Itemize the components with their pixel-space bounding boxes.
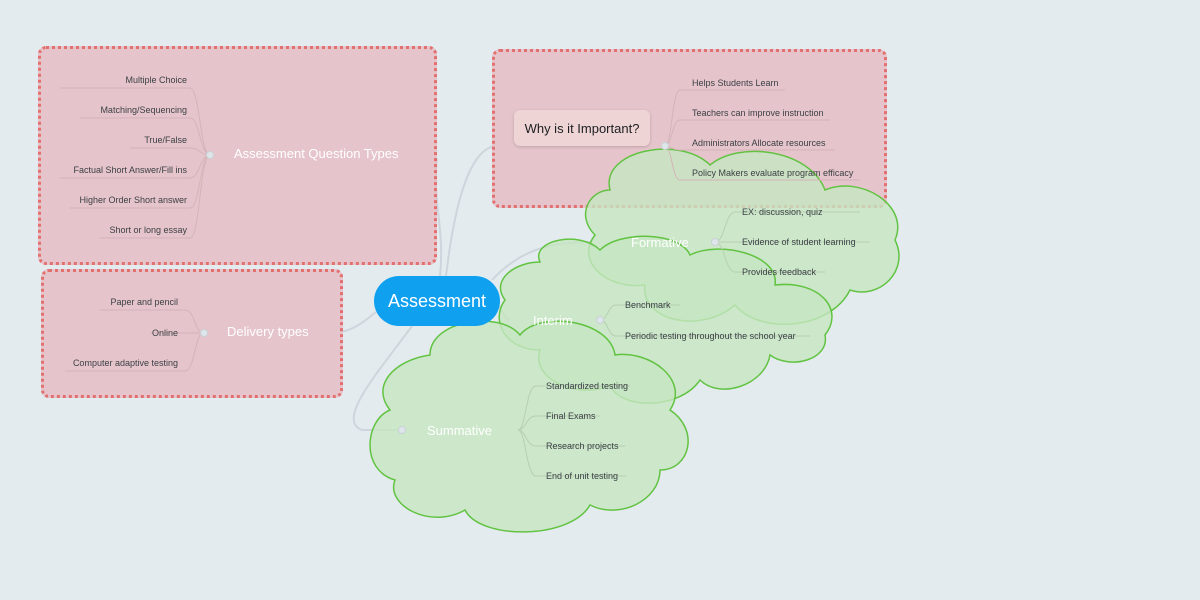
root-topic[interactable]: Assessment	[374, 276, 500, 326]
list-item[interactable]: Final Exams	[546, 411, 596, 421]
list-item[interactable]: Helps Students Learn	[692, 78, 779, 88]
question-types-box	[38, 46, 437, 265]
list-item[interactable]: Short or long essay	[109, 225, 187, 235]
list-item[interactable]: Higher Order Short answer	[79, 195, 187, 205]
list-item[interactable]: Factual Short Answer/Fill ins	[73, 165, 187, 175]
list-item[interactable]: Paper and pencil	[110, 297, 178, 307]
list-item[interactable]: Provides feedback	[742, 267, 817, 277]
list-item[interactable]: Research projects	[546, 441, 619, 451]
list-item[interactable]: End of unit testing	[546, 471, 619, 481]
importance-node[interactable]	[661, 142, 669, 150]
list-item[interactable]: Evidence of student learning	[742, 237, 856, 247]
list-item[interactable]: Multiple Choice	[125, 75, 187, 85]
list-item[interactable]: Policy Makers evaluate program efficacy	[692, 168, 854, 178]
question-types-node[interactable]	[206, 151, 214, 159]
list-item[interactable]: Matching/Sequencing	[100, 105, 187, 115]
list-item[interactable]: Computer adaptive testing	[72, 358, 178, 368]
formative-label[interactable]: Formative	[631, 235, 689, 250]
question-types-label[interactable]: Assessment Question Types	[234, 146, 399, 161]
importance-topic[interactable]: Why is it Important?	[514, 110, 650, 146]
list-item[interactable]: EX: discussion, quiz	[742, 207, 823, 217]
formative-node[interactable]	[711, 238, 719, 246]
list-item[interactable]: Teachers can improve instruction	[692, 108, 824, 118]
summative-cloud	[369, 320, 689, 533]
connector-importance	[445, 145, 496, 277]
list-item[interactable]: True/False	[144, 135, 187, 145]
interim-node[interactable]	[596, 316, 604, 324]
delivery-types-node[interactable]	[200, 329, 208, 337]
summative-node[interactable]	[398, 426, 406, 434]
interim-label[interactable]: Interim	[533, 313, 573, 328]
list-item[interactable]: Administrators Allocate resources	[692, 138, 826, 148]
delivery-types-label[interactable]: Delivery types	[227, 324, 309, 339]
list-item[interactable]: Online	[151, 328, 178, 338]
list-item[interactable]: Standardized testing	[546, 381, 629, 391]
summative-label[interactable]: Summative	[427, 423, 493, 438]
list-item[interactable]: Periodic testing throughout the school y…	[625, 331, 796, 341]
connector-summative	[352, 325, 413, 431]
list-item[interactable]: Benchmark	[625, 300, 671, 310]
